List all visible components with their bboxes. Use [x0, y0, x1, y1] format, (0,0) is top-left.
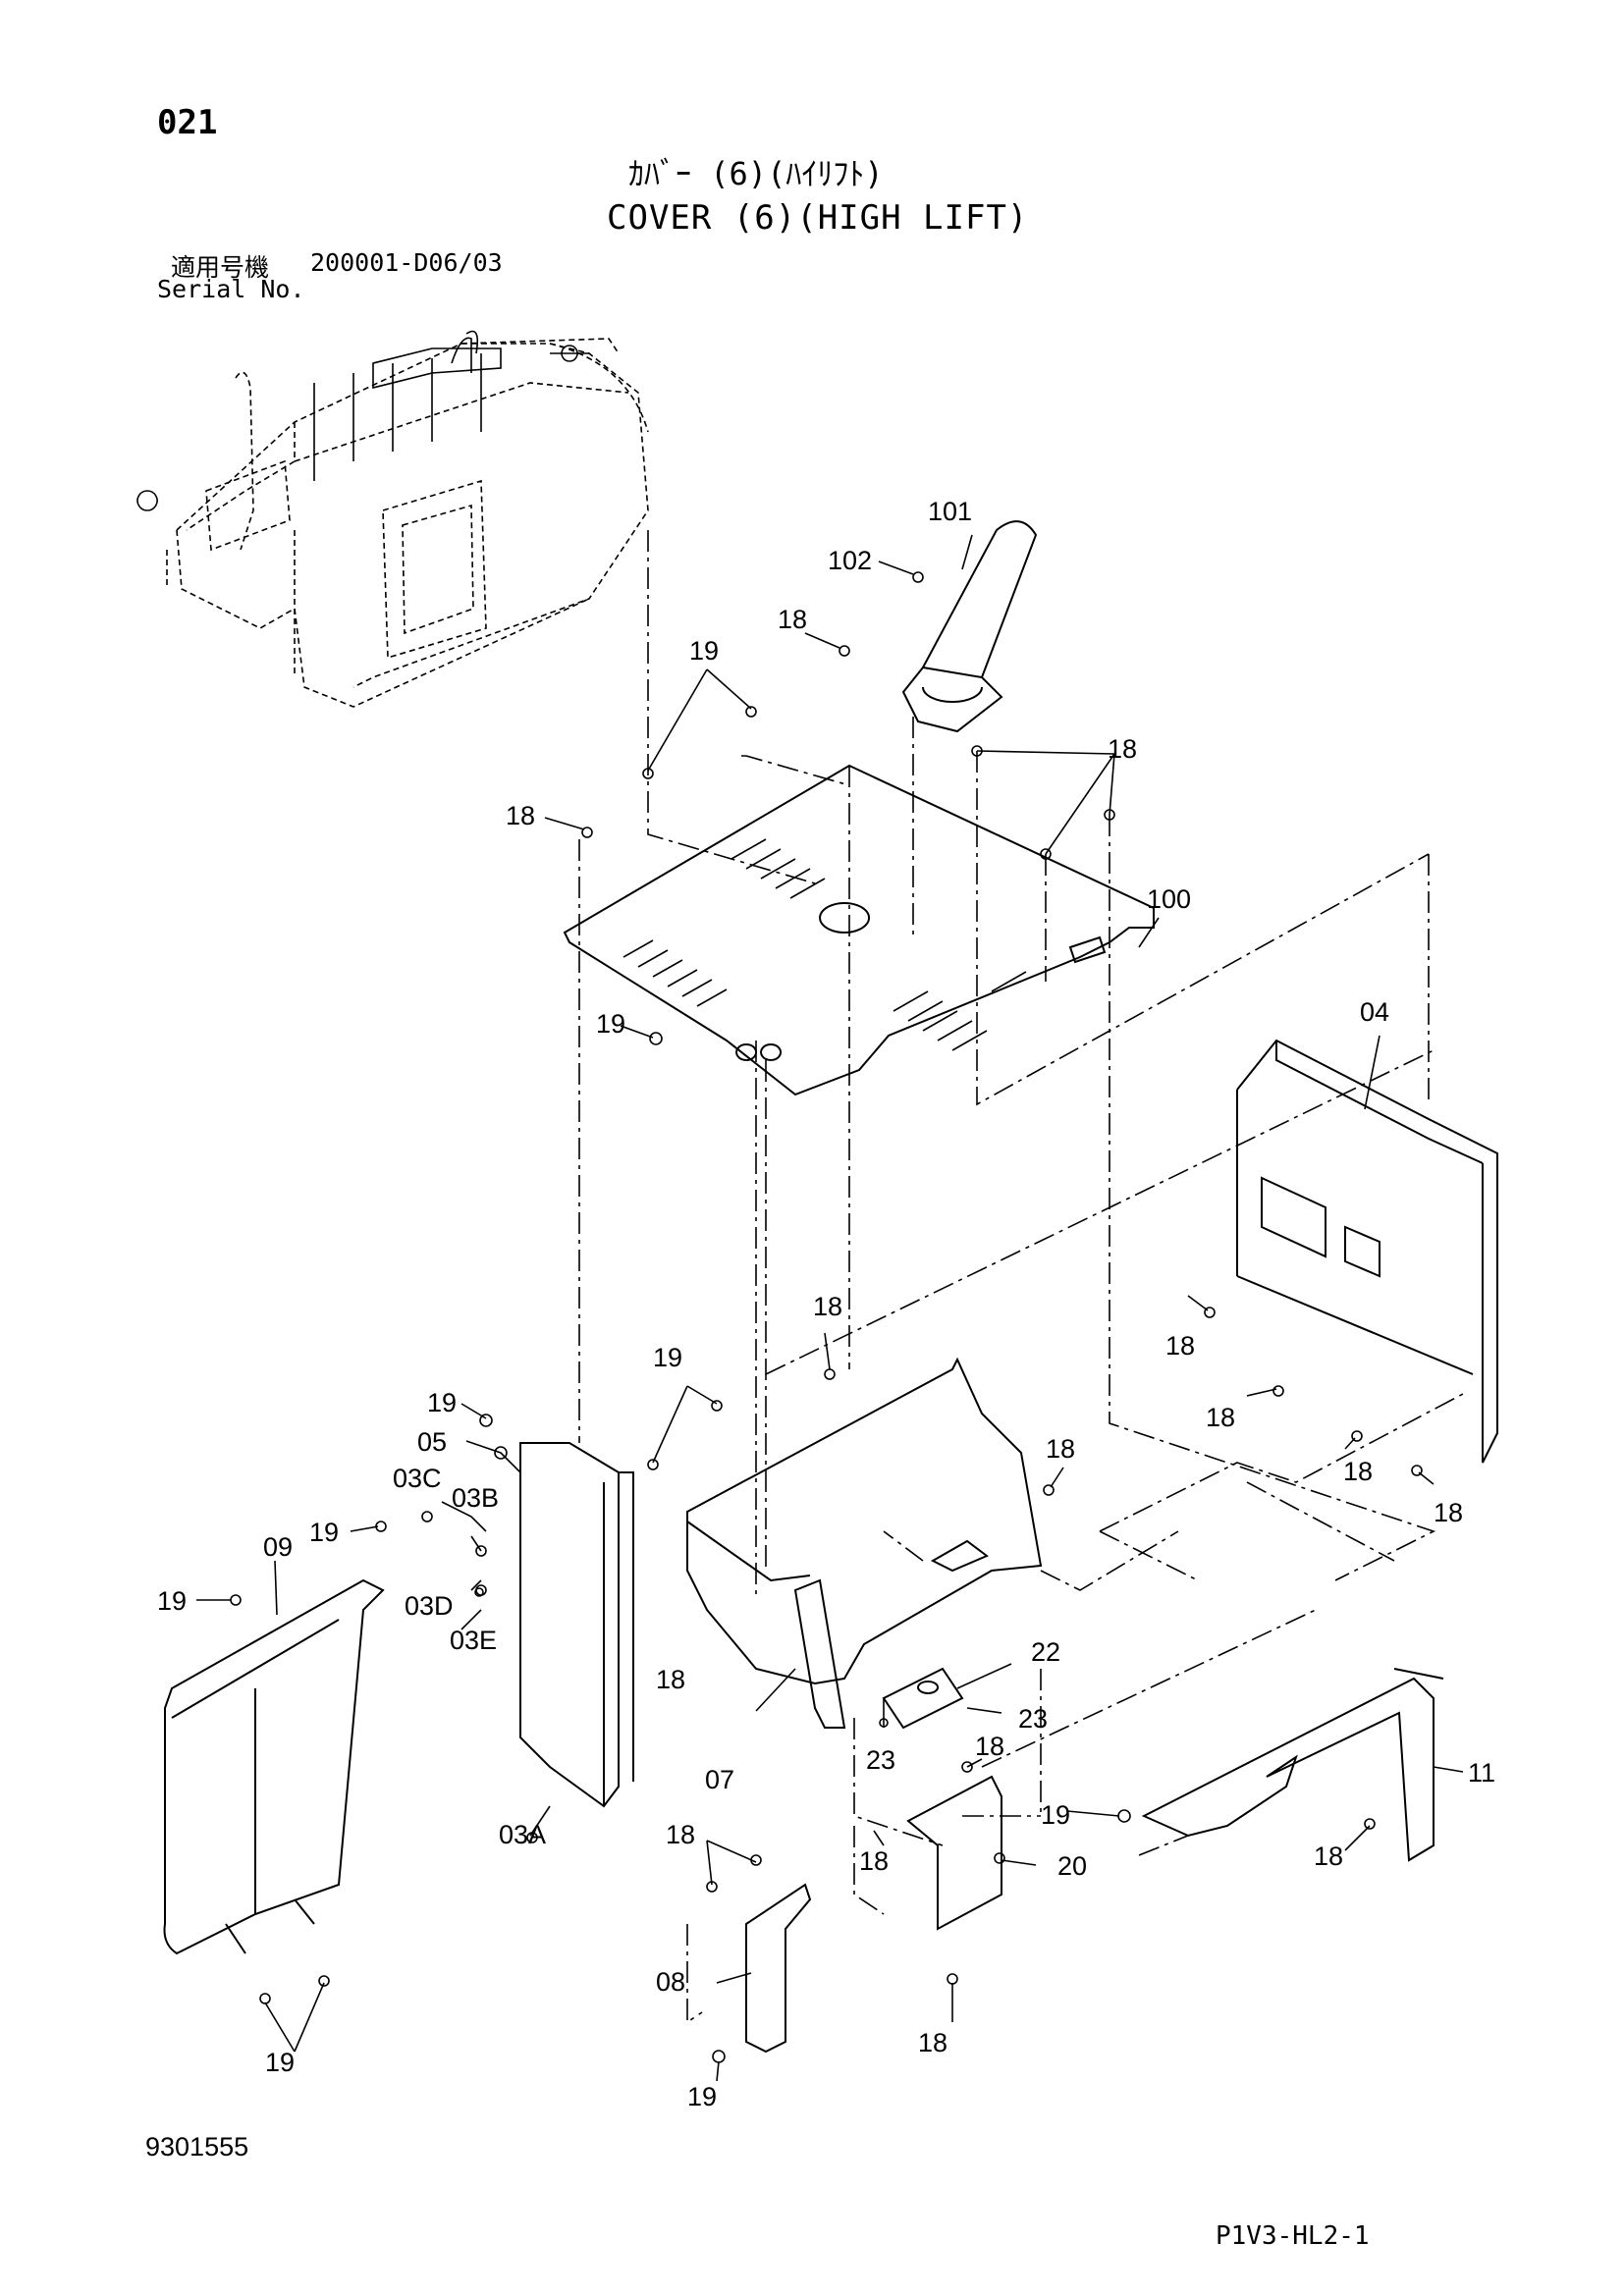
callout-100: 100 [1147, 884, 1191, 914]
document-number: 9301555 [145, 2132, 249, 2162]
top-plate-slots-left [623, 838, 826, 1007]
machine-thumbnail [166, 338, 649, 708]
page-number: 021 [157, 103, 218, 142]
callout-18: 18 [1314, 1842, 1343, 1871]
callout-18: 18 [1108, 734, 1137, 764]
callout-18: 18 [918, 2028, 947, 2057]
part-100-top-cover-plate [563, 764, 1155, 1096]
callout-19: 19 [1041, 1800, 1070, 1830]
part-04-side-panel [1236, 1039, 1498, 1464]
machine-thumbnail-details [136, 330, 589, 660]
page-code: P1V3-HL2-1 [1216, 2221, 1370, 2251]
callout-18: 18 [666, 1820, 695, 1849]
part-22-plate [882, 1667, 964, 1730]
callout-labels: 101 102 18 19 18 18 100 04 19 18 19 18 1… [157, 497, 1495, 2111]
callout-19: 19 [653, 1343, 682, 1372]
callout-18: 18 [1206, 1403, 1235, 1432]
callout-08: 08 [656, 1967, 685, 1997]
callout-03E: 03E [450, 1626, 497, 1655]
callout-18: 18 [1434, 1498, 1463, 1527]
serial-label-english: Serial No. [157, 275, 305, 303]
callout-09: 09 [263, 1532, 293, 1562]
title-japanese: ｶﾊﾞｰ (6)(ﾊｲﾘﾌﾄ) [628, 155, 884, 192]
callout-18: 18 [1165, 1331, 1195, 1361]
part-20-plate [906, 1775, 1002, 1931]
callout-03A: 03A [499, 1820, 546, 1849]
callout-19: 19 [265, 2048, 295, 2077]
callout-19: 19 [596, 1009, 625, 1039]
callout-07: 07 [705, 1765, 734, 1794]
callout-101: 101 [928, 497, 972, 526]
callout-11: 11 [1468, 1758, 1495, 1788]
callout-18: 18 [1343, 1457, 1373, 1486]
callout-18: 18 [656, 1665, 685, 1694]
callout-19: 19 [689, 636, 719, 666]
callout-03B: 03B [452, 1483, 499, 1513]
fasteners [230, 571, 1423, 2063]
callout-19: 19 [157, 1586, 187, 1616]
top-plate-slots-right [893, 971, 1027, 1051]
callout-18: 18 [859, 1846, 889, 1876]
callout-19: 19 [309, 1518, 339, 1547]
part-03A-support-column [519, 1442, 634, 1808]
part-07-fan-shroud [686, 1357, 1043, 1729]
callout-102: 102 [828, 546, 872, 575]
callout-20: 20 [1057, 1851, 1087, 1881]
callout-05: 05 [417, 1427, 447, 1457]
callout-18: 18 [1046, 1434, 1075, 1464]
callout-03C: 03C [393, 1464, 442, 1493]
assembly-guide-lines [578, 530, 1464, 2024]
callout-18: 18 [813, 1292, 842, 1321]
part-08-bracket [745, 1883, 812, 2054]
part-09-front-panel [163, 1578, 385, 1955]
callout-22: 22 [1031, 1637, 1060, 1667]
callout-03D: 03D [405, 1591, 454, 1621]
callout-18: 18 [975, 1732, 1004, 1761]
callout-18: 18 [778, 605, 807, 634]
callout-19: 19 [687, 2082, 717, 2111]
serial-number-value: 200001-D06/03 [310, 248, 503, 277]
callout-23: 23 [866, 1745, 895, 1775]
part-11-frame [1141, 1668, 1444, 1862]
serial-label-japanese: 適用号機 [171, 253, 270, 282]
callout-04: 04 [1360, 997, 1389, 1027]
callout-18: 18 [506, 801, 535, 830]
title-english: COVER (6)(HIGH LIFT) [607, 198, 1029, 238]
part-101-air-duct [901, 520, 1038, 733]
callout-23: 23 [1018, 1704, 1048, 1734]
callout-19: 19 [427, 1388, 457, 1417]
